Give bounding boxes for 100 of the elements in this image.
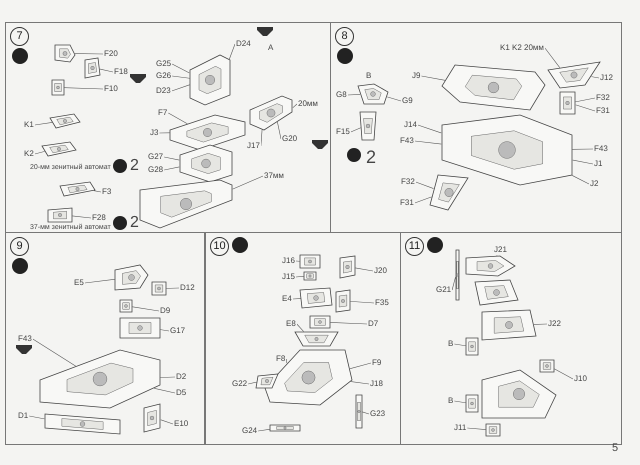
leader-line [534,324,548,325]
step-panel [400,232,622,445]
leader-line [355,268,374,272]
part-number: J16 [281,256,296,266]
part-number: G20 [281,134,298,144]
leader-line [84,278,115,284]
part-number: F43 [593,144,609,154]
leader-line [277,122,282,140]
model-part-drawing [114,264,148,290]
model-part-drawing [304,272,316,280]
leader-line [229,44,236,60]
leader-line [258,429,270,432]
part-number: D2 [175,372,188,382]
model-part-drawing [430,174,469,210]
leader-line [416,182,434,189]
part-number: F28 [91,213,107,223]
model-part-drawing [482,370,556,418]
leader-line [160,329,170,332]
part-number: 20мм [297,99,319,109]
leader-line [164,166,180,170]
leader-line [452,276,456,290]
step-number: 10 [210,237,229,256]
model-part-drawing [442,114,572,186]
part-number: G28 [147,165,164,175]
leader-line [94,190,102,192]
part-number: B [447,396,454,406]
model-part-drawing [357,84,388,104]
part-number: F31 [399,198,415,208]
step-number: 8 [335,27,354,46]
leader-line [350,362,372,369]
part-number: G9 [401,96,414,106]
leader-line [28,416,45,420]
leader-line [164,156,180,160]
part-number: D23 [155,86,172,96]
leader-line [32,338,76,366]
leader-line [232,176,264,190]
leader-line [572,175,590,184]
part-number: D5 [175,388,188,398]
part-number: F8 [275,354,286,364]
step-number: 7 [10,27,29,46]
part-number: D7 [367,319,380,329]
leader-line [160,376,176,378]
leader-line [34,151,45,154]
leader-line [292,104,298,108]
part-number: G17 [169,326,186,336]
part-number: K1 K2 20мм [499,43,545,53]
part-number: J14 [403,120,418,130]
model-part-drawing [48,208,72,222]
model-part-drawing [466,256,516,276]
part-number: K2 [23,149,35,159]
model-part-drawing [310,316,330,328]
model-part-drawing [180,144,232,182]
part-number: F20 [103,49,119,59]
leader-line [168,112,188,124]
leader-line [454,400,466,404]
leader-line [296,260,300,262]
part-number: J22 [547,319,562,329]
leader-line [572,148,594,150]
leader-line [576,104,596,112]
part-number: F10 [103,84,119,94]
part-number: E8 [285,319,297,329]
part-number: G24 [241,426,258,436]
part-number: J12 [599,73,614,83]
model-part-drawing [190,54,230,106]
leader-line [414,140,442,144]
model-part-drawing [264,350,352,406]
part-number: J2 [589,179,600,189]
part-number: J17 [246,141,261,151]
model-part-drawing [270,424,300,432]
model-part-drawing [170,114,246,150]
part-number: G23 [369,409,386,419]
leader-line [350,381,370,384]
caption-text: A [268,43,274,52]
step-panel [330,22,622,233]
part-number: G21 [435,285,452,295]
leader-line [296,276,304,278]
model-part-drawing [466,394,478,412]
part-number: F18 [113,67,129,77]
model-part-drawing [300,254,320,268]
part-number: D1 [17,411,30,421]
model-part-drawing [256,374,279,388]
leader-line [286,358,288,364]
leader-line [575,98,596,102]
part-number: G27 [147,152,164,162]
model-part-drawing [360,112,376,140]
leader-line [172,76,190,79]
model-part-drawing [59,182,96,196]
part-number: K1 [23,120,35,130]
model-part-drawing [340,256,356,278]
quantity-label: 2 [130,157,139,175]
model-part-drawing [540,360,554,372]
part-number: F32 [595,93,611,103]
leader-line [160,420,174,424]
part-number: G26 [155,71,172,81]
model-part-drawing [120,318,160,338]
model-part-drawing [250,96,292,130]
part-number: F43 [17,334,33,344]
step-panel [5,22,331,233]
model-part-drawing [466,338,478,356]
model-part-drawing [40,350,160,408]
